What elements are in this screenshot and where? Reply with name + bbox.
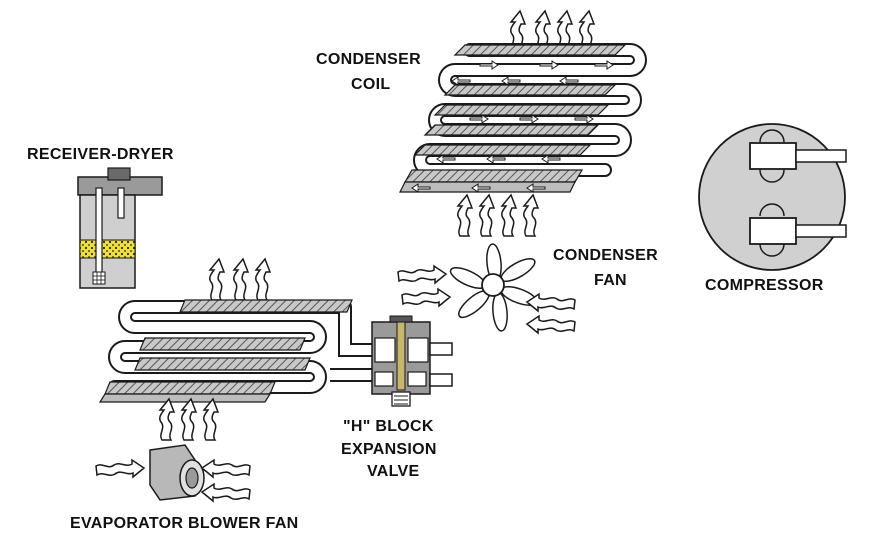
condenser-fan [397,243,576,335]
condenser-intake-arrows [456,193,540,237]
receiver-dryer [77,167,163,289]
label-evaporator-blower-fan: EVAPORATOR BLOWER FAN [70,515,299,532]
label-expansion-valve-line3: VALVE [367,463,419,480]
label-condenser-fan-line2: FAN [594,272,627,289]
label-compressor: COMPRESSOR [705,277,824,294]
label-condenser-coil-line2: COIL [351,76,390,93]
label-expansion-valve-line2: EXPANSION [341,441,437,458]
h-block-expansion-valve [371,315,453,407]
evaporator-blower-fan [95,444,251,503]
label-receiver-dryer: RECEIVER-DRYER [27,146,174,163]
label-expansion-valve-line1: "H" BLOCK [343,418,434,435]
condenser-coil [399,9,647,237]
label-condenser-fan-line1: CONDENSER [553,247,658,264]
evaporator [98,257,375,441]
label-condenser-coil-line1: CONDENSER [316,51,421,68]
evaporator-heat-arrows [208,257,272,301]
condenser-heat-arrows [509,9,596,53]
compressor [698,123,847,271]
